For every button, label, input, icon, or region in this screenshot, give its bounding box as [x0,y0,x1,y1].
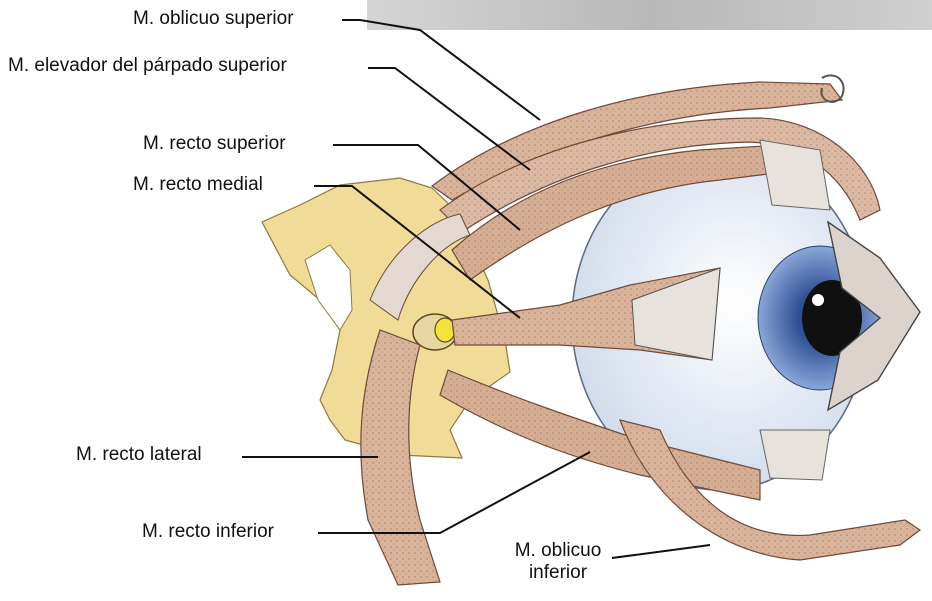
label-oblicuo-inferior: M. oblicuo inferior [498,540,618,584]
label-recto-medial: M. recto medial [133,174,263,196]
label-recto-inferior: M. recto inferior [142,521,274,543]
leader-oblicuo-inferior [612,545,710,558]
label-recto-superior: M. recto superior [143,133,286,155]
label-oblicuo-superior: M. oblicuo superior [133,8,294,30]
pupil-highlight [812,294,824,306]
label-elevador-parpado: M. elevador del párpado superior [8,55,287,77]
top-texture-strip [367,0,932,30]
label-recto-lateral: M. recto lateral [76,444,202,466]
inferior-tendon-fan [760,430,830,480]
superior-tendon-fan [760,140,830,210]
leader-oblicuo-superior [342,20,540,120]
leader-recto-inferior [318,452,590,533]
label-oblicuo-inferior-line2: inferior [498,562,618,584]
label-oblicuo-inferior-line1: M. oblicuo [498,540,618,562]
